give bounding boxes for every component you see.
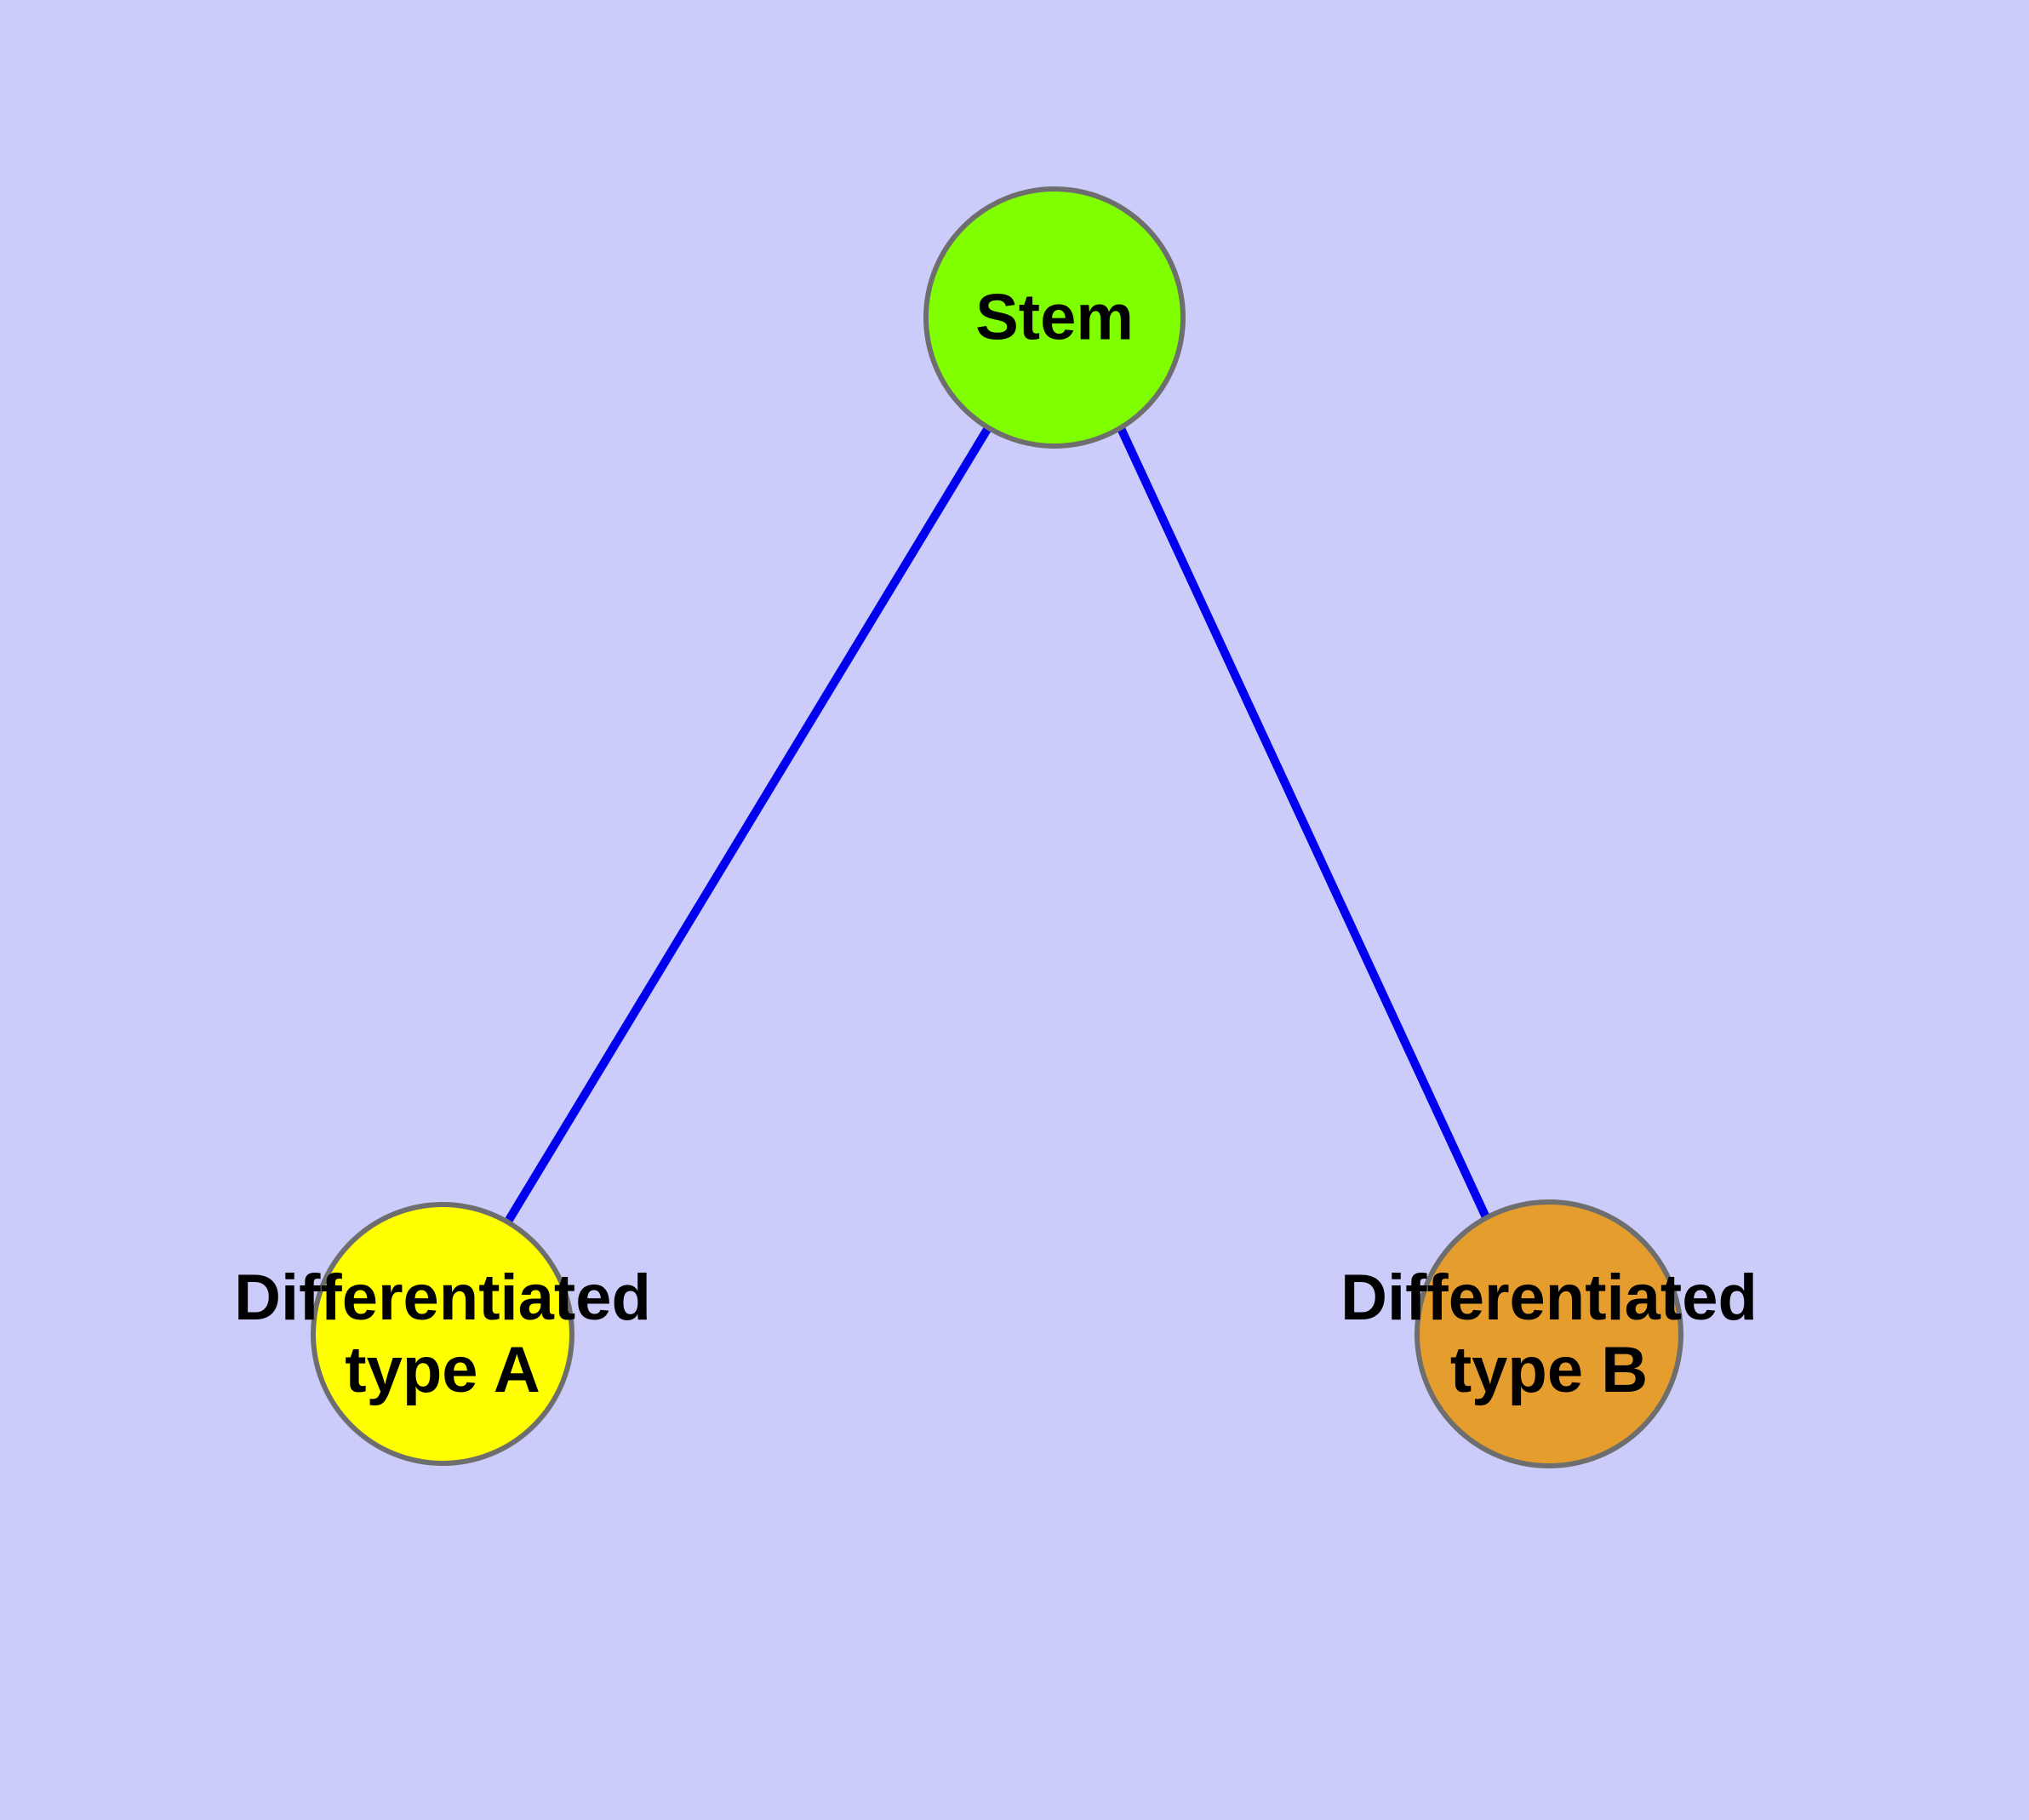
node-stem-label-line1: Stem <box>975 281 1134 354</box>
node-differentiated-type-a[interactable]: Differentiated type A <box>234 1202 651 1466</box>
edge-stem-to-type-a <box>505 424 993 1222</box>
node-stem[interactable]: Stem <box>923 186 1186 449</box>
node-stem-label: Stem <box>975 281 1134 353</box>
node-differentiated-type-b[interactable]: Differentiated type B <box>1340 1199 1758 1468</box>
edge-stem-to-type-b <box>1116 424 1490 1220</box>
